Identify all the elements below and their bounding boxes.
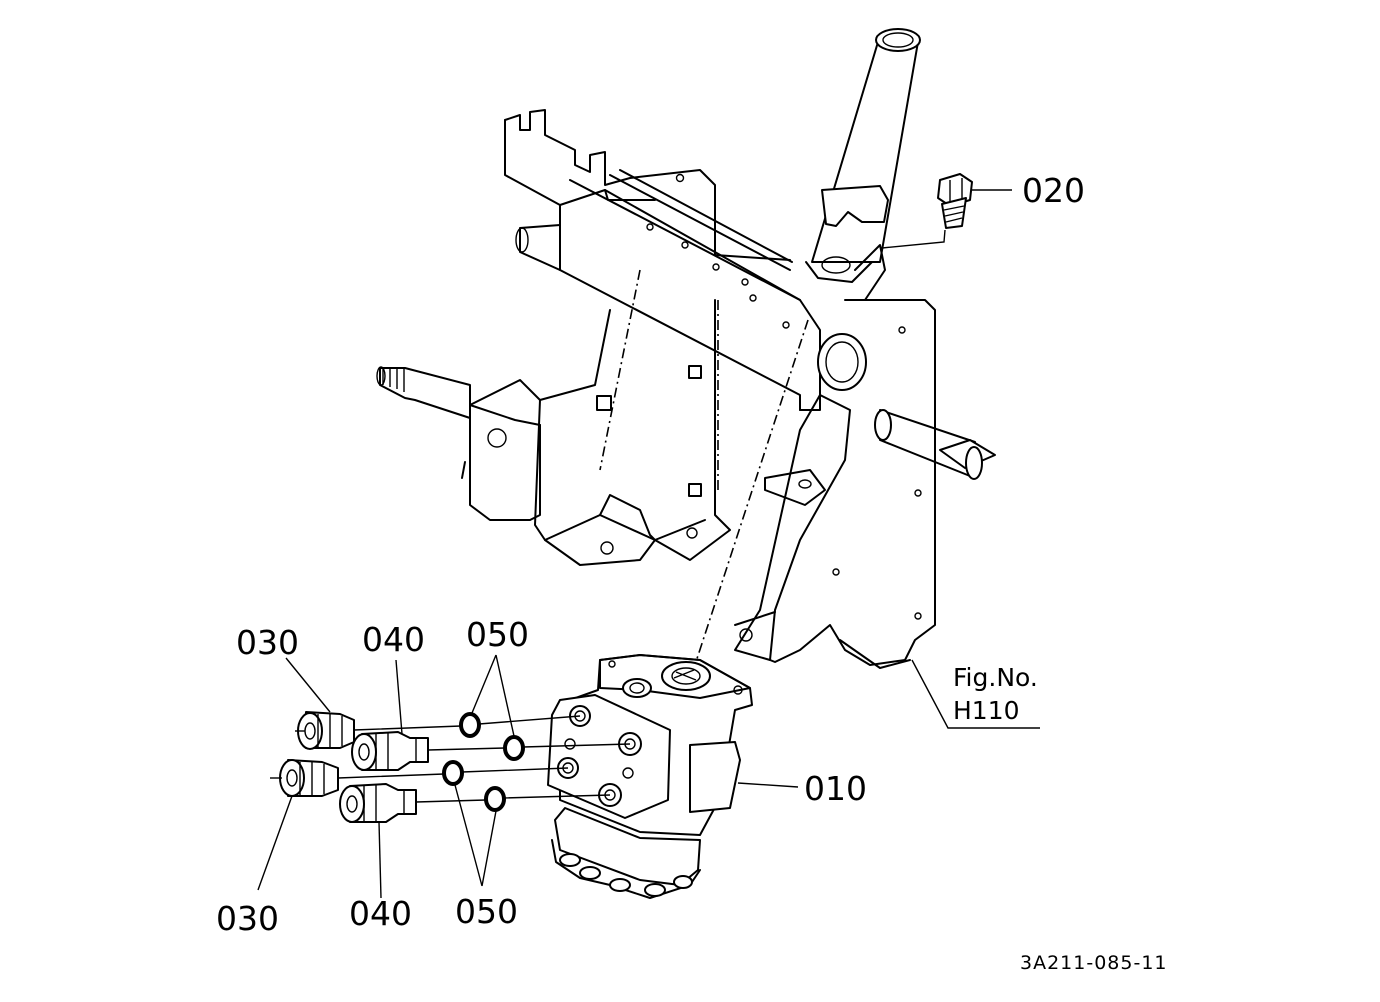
callout-040-top: 040 xyxy=(362,620,425,659)
upper-mounting-bracket xyxy=(504,109,821,411)
steering-column-tube xyxy=(805,28,921,283)
right-side-plate xyxy=(734,244,996,669)
callout-030-top: 030 xyxy=(236,623,299,662)
callout-050-top: 050 xyxy=(466,615,529,654)
callout-leaders xyxy=(257,189,1040,899)
figure-ref-label: Fig.No. xyxy=(953,663,1038,692)
callout-010: 010 xyxy=(804,769,867,808)
callout-020: 020 xyxy=(1022,171,1085,210)
lower-left-bracket xyxy=(376,299,731,566)
callout-labels: 020 010 030 030 040 040 050 050 Fig.No. … xyxy=(216,171,1168,974)
fitting-040-lower xyxy=(339,783,417,823)
fitting-030-upper xyxy=(295,711,355,750)
callout-050-bottom: 050 xyxy=(455,892,518,931)
steering-valve-unit xyxy=(547,654,753,899)
callout-030-bottom: 030 xyxy=(216,899,279,938)
drawing-code: 3A211-085-11 xyxy=(1020,952,1168,974)
assembly-lines xyxy=(337,715,631,803)
figure-ref-number: H110 xyxy=(953,696,1020,725)
fitting-030-lower xyxy=(270,759,339,797)
o-rings-050 xyxy=(442,712,525,812)
hex-plug-020 xyxy=(881,173,973,249)
fitting-040-upper xyxy=(351,731,429,771)
callout-040-bottom: 040 xyxy=(349,894,412,933)
alignment-centerline xyxy=(599,269,809,681)
